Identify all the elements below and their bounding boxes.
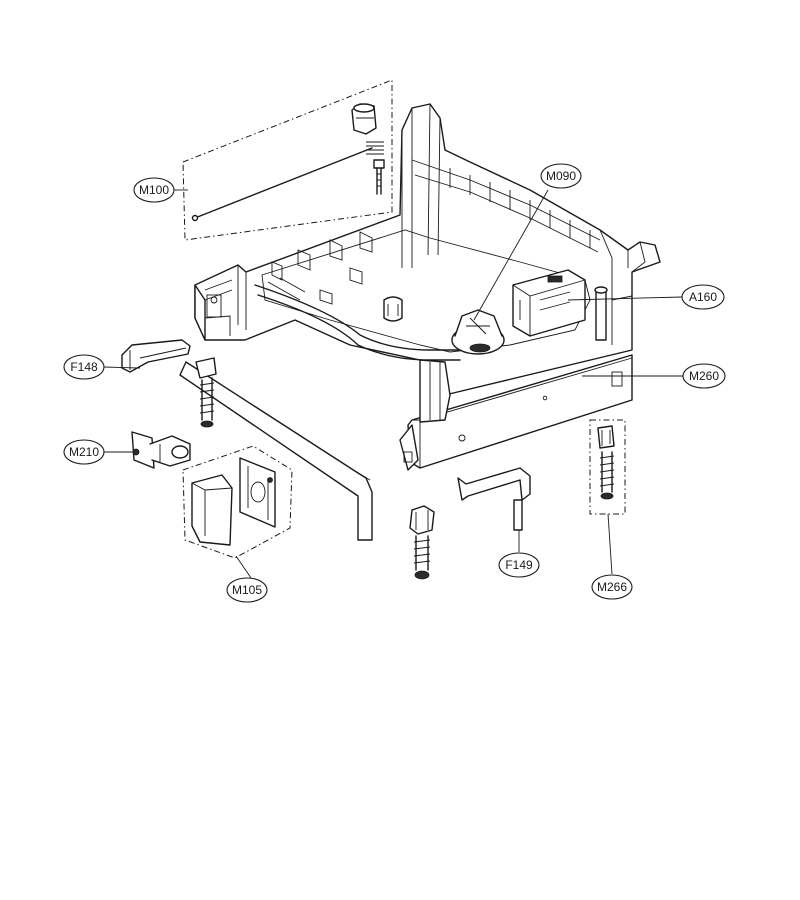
callout-m100: M100 [133, 177, 175, 203]
center-leveling-foot [409, 505, 435, 580]
leader-lines [103, 189, 684, 579]
callout-m105: M105 [226, 577, 268, 603]
m210-valve [131, 431, 191, 469]
callout-f148: F148 [63, 354, 105, 380]
callout-text: M210 [69, 445, 99, 459]
m105-assembly [182, 445, 293, 559]
callout-text: M100 [139, 183, 169, 197]
callout-text: M260 [689, 369, 719, 383]
m100-assembly [182, 79, 393, 241]
f148-bracket [121, 339, 191, 373]
callout-m266: M266 [591, 574, 633, 600]
callout-text: M266 [597, 580, 627, 594]
callout-text: M105 [232, 583, 262, 597]
long-rod [179, 361, 373, 541]
left-leveling-foot [195, 357, 217, 428]
f149-bracket [457, 467, 531, 531]
callout-m210: M210 [63, 439, 105, 465]
callout-text: F149 [505, 558, 533, 572]
callout-text: F148 [70, 360, 98, 374]
callout-m260: M260 [682, 363, 726, 389]
callout-text: M090 [546, 169, 576, 183]
callout-text: A160 [689, 290, 717, 304]
callout-f149: F149 [498, 552, 540, 578]
base-frame [194, 103, 661, 471]
callout-a160: A160 [681, 284, 725, 310]
m266-assembly [589, 419, 626, 515]
callout-m090: M090 [540, 163, 582, 189]
